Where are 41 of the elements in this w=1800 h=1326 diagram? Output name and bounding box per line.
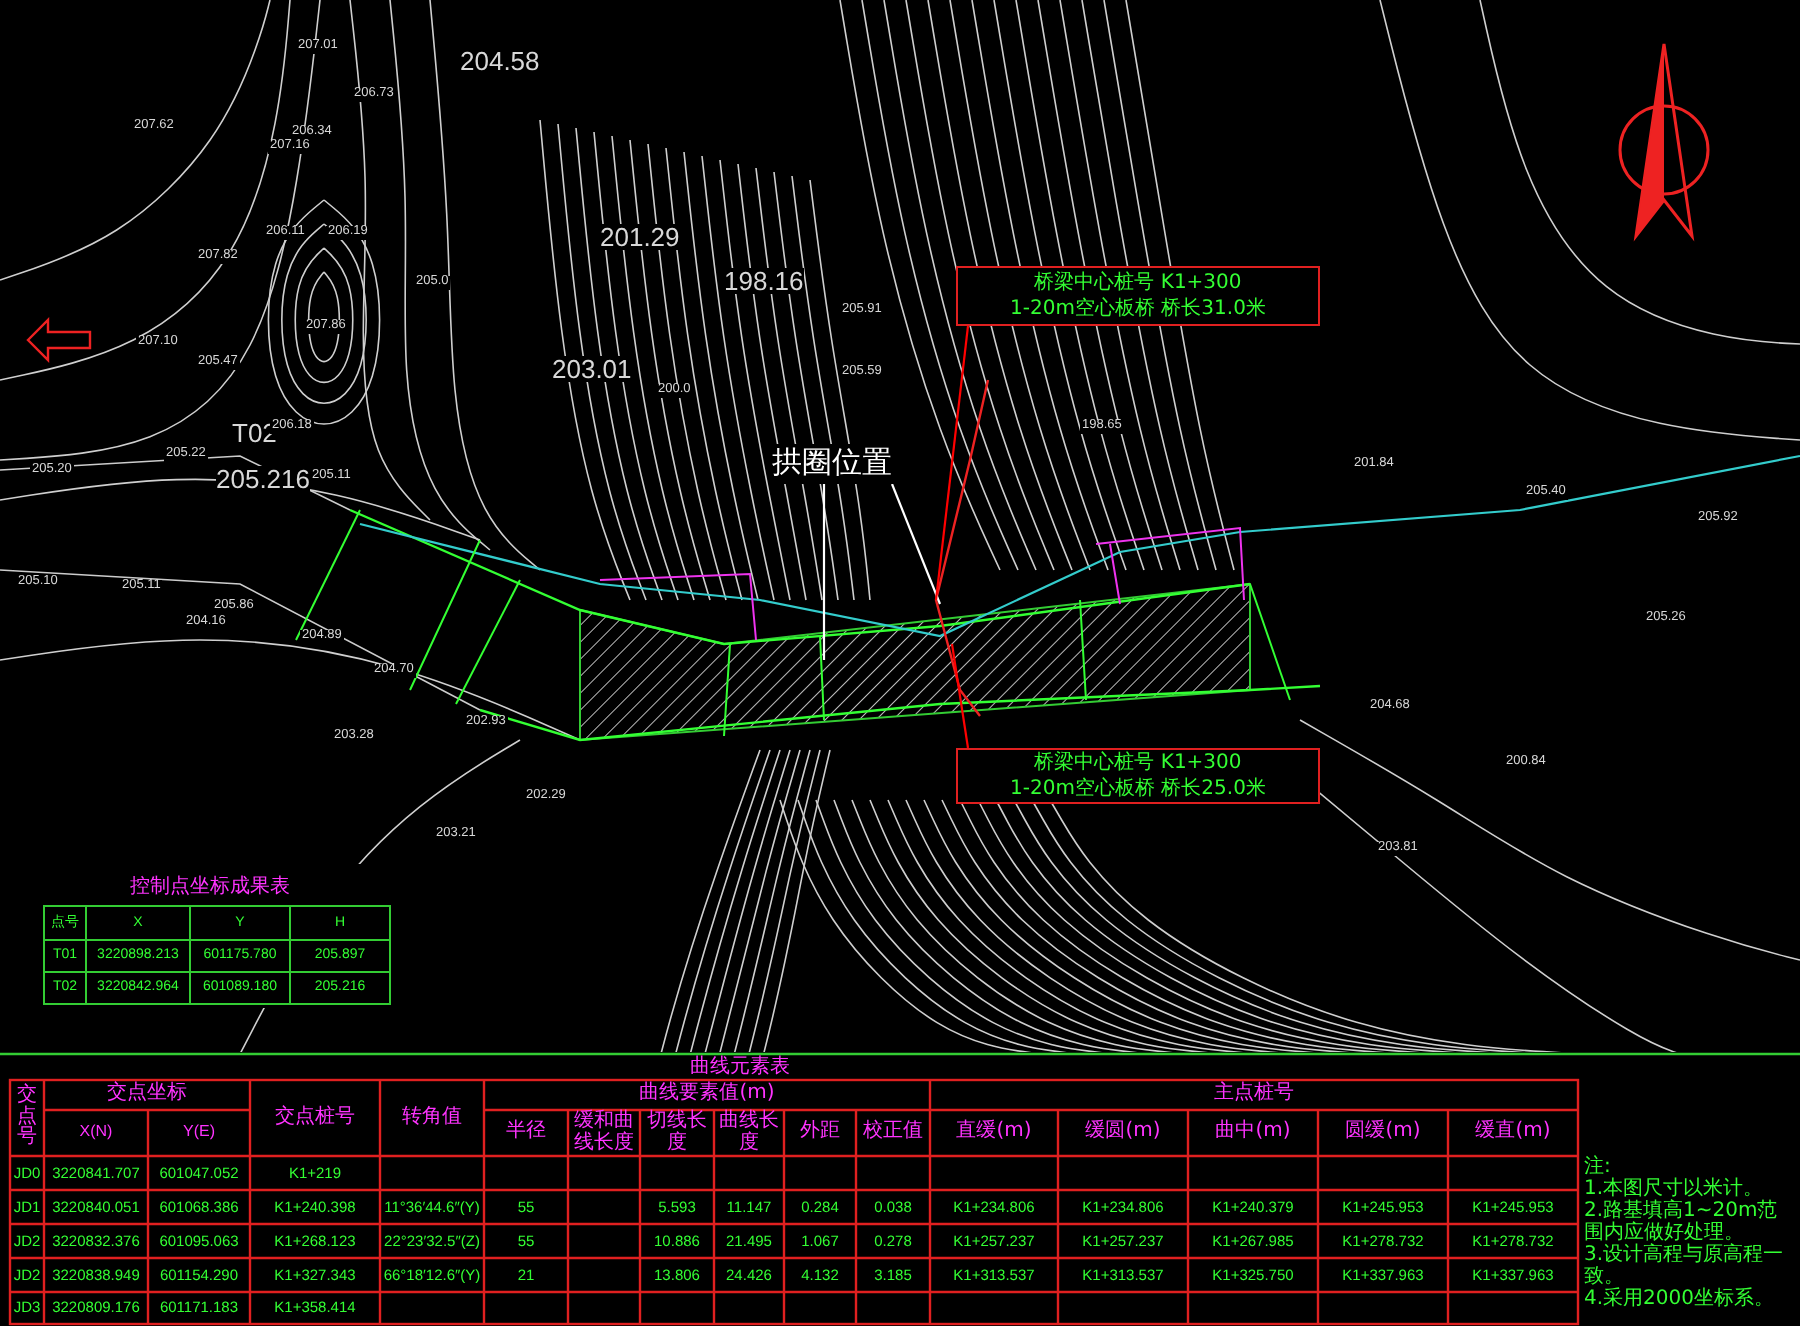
elevation-label: 201.29 bbox=[600, 224, 680, 250]
column-header: 直缓(m) bbox=[954, 1117, 1034, 1147]
column-header: 圆缓(m) bbox=[1343, 1117, 1423, 1147]
column-header: 曲中(m) bbox=[1213, 1117, 1293, 1147]
column-header: X(N) bbox=[77, 1120, 115, 1145]
column-header: 曲线要素值(m) bbox=[637, 1080, 777, 1109]
leader-line bbox=[934, 325, 970, 601]
column-header: 外距 bbox=[798, 1118, 842, 1147]
column-header: 交点号 bbox=[15, 1081, 39, 1153]
leader-line bbox=[890, 483, 942, 605]
elevation-label: 198.16 bbox=[724, 268, 804, 294]
column-header: 缓圆(m) bbox=[1083, 1117, 1163, 1147]
column-header: 曲线长度 bbox=[717, 1110, 781, 1156]
callout-box bbox=[956, 748, 1320, 804]
column-header: 缓直(m) bbox=[1473, 1117, 1553, 1147]
table-title: 曲线元素表 bbox=[688, 1056, 792, 1080]
callout-text: 桥梁中心桩号 K1+300 bbox=[1034, 753, 1242, 773]
column-header: 交点桩号 bbox=[273, 1103, 357, 1132]
column-header: 交点坐标 bbox=[105, 1080, 189, 1109]
callout-text: 桥梁中心桩号 K1+300 bbox=[1034, 273, 1242, 293]
note-text: 1.本图尺寸以米计。 bbox=[1584, 1180, 1764, 1200]
column-header: 转角值 bbox=[400, 1103, 464, 1132]
column-header: 校正值 bbox=[861, 1117, 925, 1147]
leader-line bbox=[822, 484, 826, 660]
note-text: 4.采用2000坐标系。 bbox=[1584, 1290, 1776, 1311]
note-text: 注: bbox=[1584, 1158, 1611, 1178]
elevation-label: 205.216 bbox=[216, 466, 310, 492]
column-header: 主点桩号 bbox=[1212, 1080, 1296, 1109]
note-text: 2.路基填高1~20m范围内应做好处理。 bbox=[1584, 1202, 1780, 1243]
elevation-label: 204.58 bbox=[460, 48, 540, 74]
column-header: 切线长度 bbox=[645, 1110, 709, 1156]
callout-box bbox=[956, 266, 1320, 326]
leader-line bbox=[950, 643, 970, 749]
callout-text: 1-20m空心板桥 桥长31.0米 bbox=[1010, 299, 1266, 319]
column-header: 半径 bbox=[504, 1117, 548, 1147]
column-header: 缓和曲线长度 bbox=[572, 1110, 636, 1156]
note-text: 3.设计高程与原高程一致。 bbox=[1584, 1246, 1786, 1287]
callout-text: 1-20m空心板桥 桥长25.0米 bbox=[1010, 779, 1266, 799]
elevation-label: 203.01 bbox=[552, 356, 632, 382]
table-title: 控制点坐标成果表 bbox=[128, 874, 292, 903]
column-header: Y(E) bbox=[181, 1120, 217, 1145]
